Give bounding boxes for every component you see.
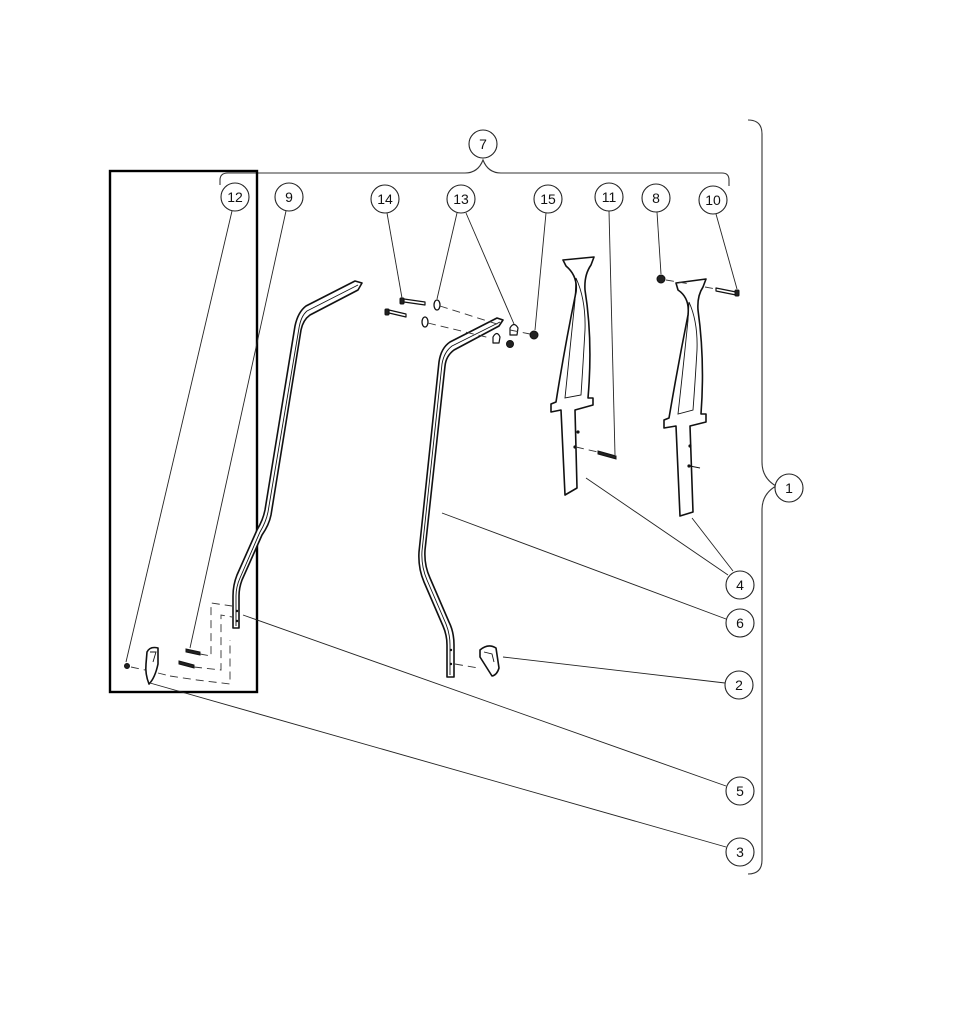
callout-label: 2 xyxy=(735,677,743,693)
left-bent-rail xyxy=(232,280,363,629)
callout-7: 7 xyxy=(468,129,498,159)
callout-label: 9 xyxy=(285,189,293,205)
end-cap-left xyxy=(145,646,159,685)
callout-label: 11 xyxy=(602,189,617,205)
assembly-line xyxy=(130,666,171,677)
callout-4: 4 xyxy=(725,570,755,600)
upright-strut-left xyxy=(550,256,595,496)
right-bent-rail xyxy=(418,317,504,678)
callout-3: 3 xyxy=(725,837,755,867)
callout-label: 1 xyxy=(785,480,793,496)
assembly-line xyxy=(169,602,233,685)
callout-2: 2 xyxy=(724,670,754,700)
nut-3 xyxy=(124,663,130,669)
assembly-line xyxy=(665,279,717,290)
callout-15: 15 xyxy=(533,184,563,214)
assembly-brace-1 xyxy=(747,119,778,875)
callout-label: 12 xyxy=(227,189,243,205)
detail-frame xyxy=(108,169,259,694)
callout-label: 8 xyxy=(652,190,660,206)
callout-label: 6 xyxy=(736,615,744,631)
bolt-10 xyxy=(715,287,740,297)
screws-9 xyxy=(178,648,201,669)
screw-11 xyxy=(575,446,617,460)
assembly-line xyxy=(439,305,531,335)
washers-13 xyxy=(421,299,519,344)
leader-lines xyxy=(125,210,738,848)
assembly-line xyxy=(427,322,491,339)
callout-13: 13 xyxy=(446,184,476,214)
callout-label: 3 xyxy=(736,844,744,860)
callout-label: 4 xyxy=(736,577,744,593)
callout-5: 5 xyxy=(725,776,755,806)
callout-14: 14 xyxy=(370,184,400,214)
upright-strut-right xyxy=(663,278,707,517)
callout-label: 5 xyxy=(736,783,744,799)
callout-label: 14 xyxy=(377,191,393,207)
callout-8: 8 xyxy=(641,183,671,213)
assembly-line xyxy=(454,663,479,669)
nut-8 xyxy=(656,274,666,284)
callout-label: 7 xyxy=(479,136,487,152)
nuts-15 xyxy=(506,330,539,348)
end-cap-right xyxy=(479,645,500,677)
callout-11: 11 xyxy=(594,182,624,212)
bolts-14 xyxy=(384,297,426,318)
callout-6: 6 xyxy=(725,608,755,638)
group-brace-7 xyxy=(219,158,730,186)
callout-1: 1 xyxy=(774,473,804,503)
callout-label: 13 xyxy=(453,191,469,207)
callout-label: 15 xyxy=(540,191,556,207)
callout-9: 9 xyxy=(274,182,304,212)
callout-label: 10 xyxy=(705,192,721,208)
callout-12: 12 xyxy=(220,182,250,212)
callout-10: 10 xyxy=(698,185,728,215)
